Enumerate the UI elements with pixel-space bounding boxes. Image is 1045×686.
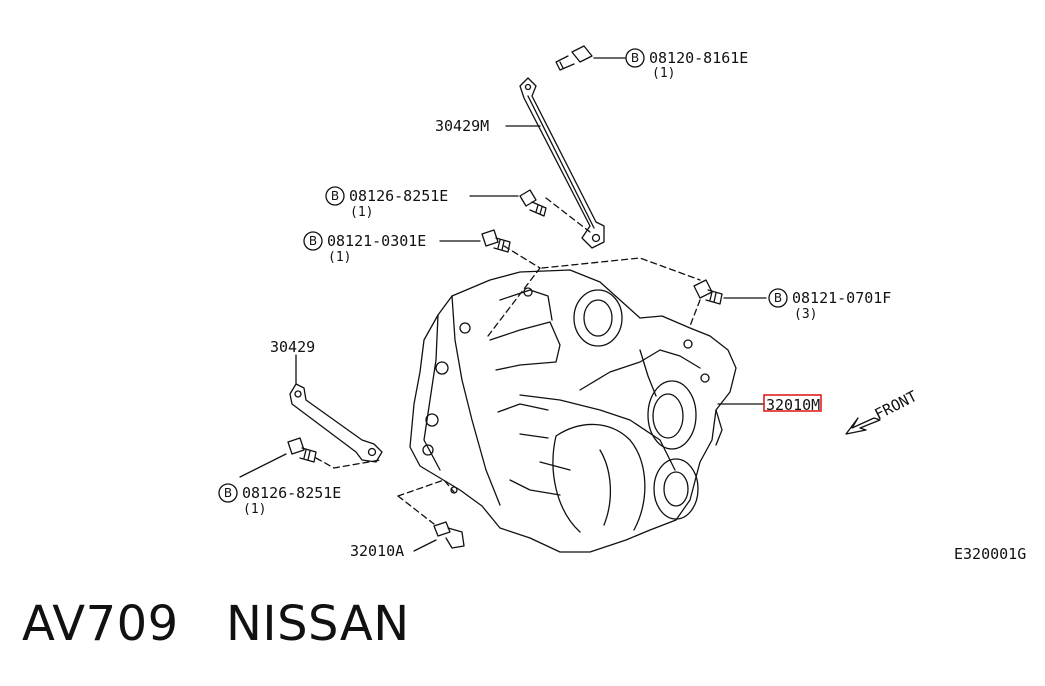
part-qty: (1) [243, 502, 266, 517]
plug-32010A-drawing [433, 521, 465, 549]
bolt-case-drawing [481, 229, 511, 253]
part-qty: (3) [794, 307, 817, 322]
part-label-32010A[interactable]: 32010A [350, 542, 404, 560]
bolt-marker-b: B [774, 291, 782, 305]
highlight-box [763, 394, 822, 412]
front-label: FRONT [872, 387, 920, 424]
transmission-case-drawing [409, 269, 737, 553]
diagram-code: E320001G [954, 545, 1026, 563]
model-code: AV709 [22, 596, 179, 652]
bracket-drawing [289, 383, 383, 463]
bolt-bracket-drawing [287, 437, 317, 463]
dashed-guides [315, 197, 701, 525]
part-qty: (1) [328, 250, 351, 265]
bolt-marker-b: B [631, 51, 639, 65]
part-qty: (1) [350, 205, 373, 220]
bolt-marker-b: B [331, 189, 339, 203]
bolt-marker-b: B [309, 234, 317, 248]
leader-lines [239, 57, 767, 552]
bolt-top-drawing [555, 45, 593, 71]
upper-rod-drawing [519, 77, 605, 249]
part-qty: (1) [652, 66, 675, 81]
part-label-08126-8251E[interactable]: 08126-8251E [242, 484, 341, 502]
exploded-parts-diagram: B B B B B 08120-8161E (1) 30429M 08126-8… [218, 45, 1026, 563]
part-label-08120-8161E[interactable]: 08120-8161E [649, 49, 748, 67]
bolt-marker-b: B [224, 486, 232, 500]
front-arrow-icon [845, 417, 881, 435]
bolt-rod-drawing [519, 189, 547, 217]
caption: AV709 NISSAN [22, 596, 410, 652]
part-label-32010M[interactable]: 32010M [766, 396, 820, 414]
bolt-right-drawing [693, 279, 723, 305]
part-label-08126-8251E[interactable]: 08126-8251E [349, 187, 448, 205]
part-label-30429M[interactable]: 30429M [435, 117, 489, 135]
part-label-08121-0701F[interactable]: 08121-0701F [792, 289, 891, 307]
part-label-08121-0301E[interactable]: 08121-0301E [327, 232, 426, 250]
part-label-30429[interactable]: 30429 [270, 338, 315, 356]
brand-name: NISSAN [226, 596, 410, 652]
